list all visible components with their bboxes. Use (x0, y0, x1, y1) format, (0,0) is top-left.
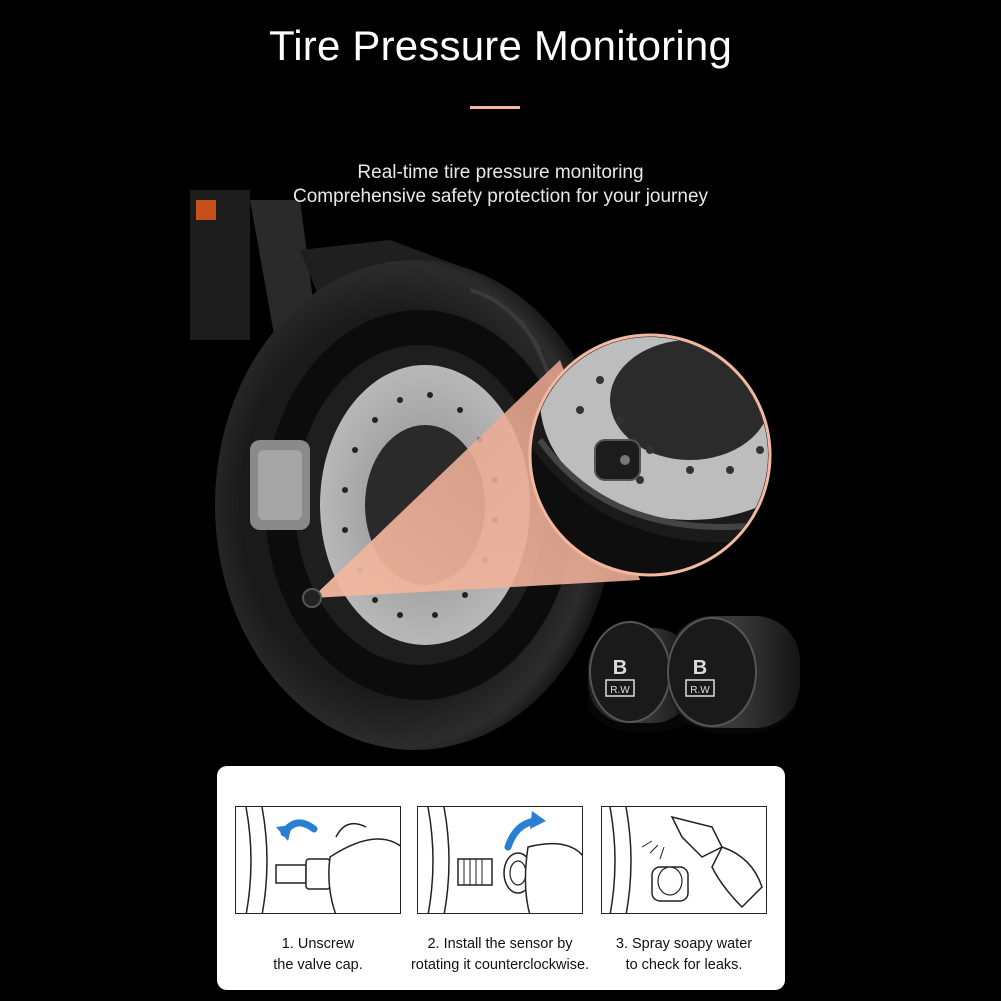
hero-wheel-illustration: B R.W B R.W (190, 190, 800, 750)
step-2-caption: 2. Install the sensor by rotating it cou… (410, 936, 590, 973)
sensor-logo-letter: B (613, 657, 627, 679)
sensor-logo-text: R.W (610, 685, 630, 696)
step-1: 1. Unscrew the valve cap. (235, 806, 401, 973)
step-2: 2. Install the sensor by rotating it cou… (411, 806, 589, 973)
step-3-caption: 3. Spray soapy water to check for leaks. (615, 936, 753, 973)
sensor-logo-text: R.W (690, 685, 710, 696)
sensor-cap-right (667, 616, 800, 735)
title-underline (470, 106, 520, 109)
valve-point (302, 588, 322, 608)
installation-steps-card: 1. Unscrew the valve cap. 2. Install the… (217, 766, 785, 990)
sensor-logo-letter: B (693, 657, 707, 679)
subtitle-line-2: Comprehensive safety protection for your… (292, 186, 709, 207)
step-3: 3. Spray soapy water to check for leaks. (601, 806, 767, 973)
sensor-logo-right: B R.W (685, 657, 715, 697)
step-1-illustration (235, 806, 401, 914)
step-1-caption: 1. Unscrew the valve cap. (273, 936, 363, 973)
page-title: Tire Pressure Monitoring (268, 22, 733, 69)
sensor-cap-left (587, 621, 703, 733)
step-2-illustration (417, 806, 583, 914)
subtitle-line-1: Real-time tire pressure monitoring (357, 162, 644, 183)
sensor-logo-left: B R.W (605, 657, 635, 697)
step-3-illustration (601, 806, 767, 914)
